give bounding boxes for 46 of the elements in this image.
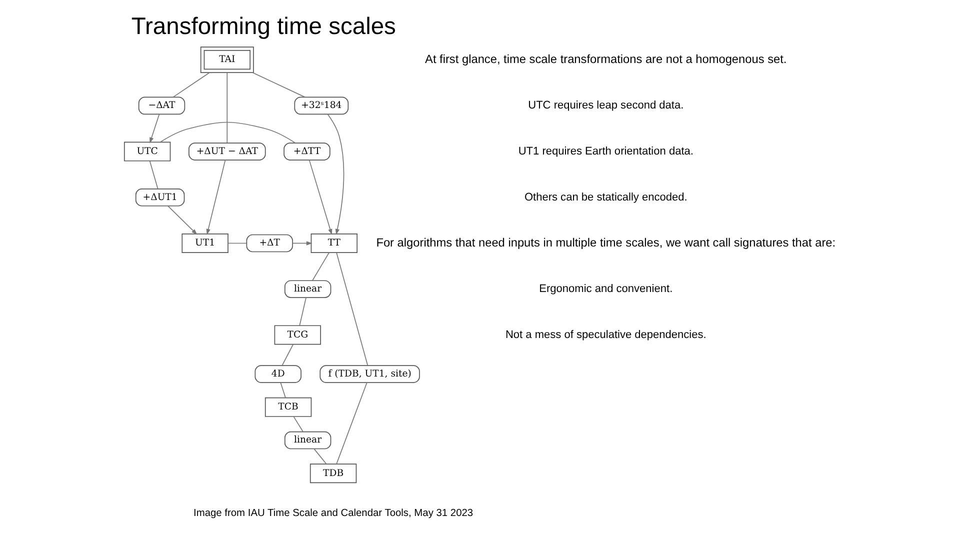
node-box: −ΔAT — [138, 96, 186, 115]
connector — [299, 297, 306, 326]
arrow — [292, 241, 312, 246]
node-box: UTC — [124, 142, 171, 162]
connector — [226, 72, 228, 144]
connector — [314, 448, 327, 464]
arrow — [308, 160, 332, 235]
connector — [160, 122, 296, 144]
node-box: linear — [284, 280, 332, 298]
node-box: 4D — [254, 365, 302, 383]
arrow — [167, 206, 198, 235]
connector — [149, 160, 158, 190]
caption: Image from IAU Time Scale and Calendar Tools, May 31 2023 — [194, 508, 474, 519]
node-box: +ΔUT − ΔAT — [188, 142, 266, 160]
label: Ergonomic and convenient. — [539, 282, 673, 295]
node-box: UT1 — [182, 233, 228, 254]
connector — [336, 382, 368, 464]
connector — [312, 252, 330, 281]
node-box: +ΔUT1 — [135, 188, 185, 206]
label: Others can be statically encoded. — [524, 191, 688, 204]
connector — [280, 382, 286, 398]
label: For algorithms that need inputs in multiple time scales, we want call signatures that are: — [376, 235, 836, 250]
diagram-title: Transforming time scales — [131, 12, 396, 40]
node-box: TCB — [264, 397, 312, 417]
arrow — [206, 160, 226, 235]
connector — [336, 252, 368, 366]
arrow — [327, 114, 344, 235]
node-box: f (TDB, UT1, site) — [320, 365, 420, 383]
node-box: TT — [310, 233, 358, 254]
connector — [293, 416, 304, 432]
node-box: +ΔTT — [284, 142, 330, 160]
node-box: TAI — [200, 46, 254, 73]
label: At first glance, time scale transformations are not a homogenous set. — [425, 52, 787, 66]
node-box: +ΔT — [246, 234, 293, 252]
node-box: TDB — [310, 464, 357, 484]
connector — [172, 72, 210, 98]
connector — [282, 344, 294, 366]
node-box: TCG — [274, 325, 321, 345]
arrow — [150, 114, 160, 144]
label: UT1 requires Earth orientation data. — [518, 145, 694, 158]
node-box: linear — [284, 431, 332, 450]
connector — [228, 242, 247, 244]
node-box: +32ˢ184 — [294, 96, 349, 115]
connector — [252, 72, 306, 98]
label: UTC requires leap second data. — [528, 100, 684, 112]
label: Not a mess of speculative dependencies. — [505, 328, 706, 341]
